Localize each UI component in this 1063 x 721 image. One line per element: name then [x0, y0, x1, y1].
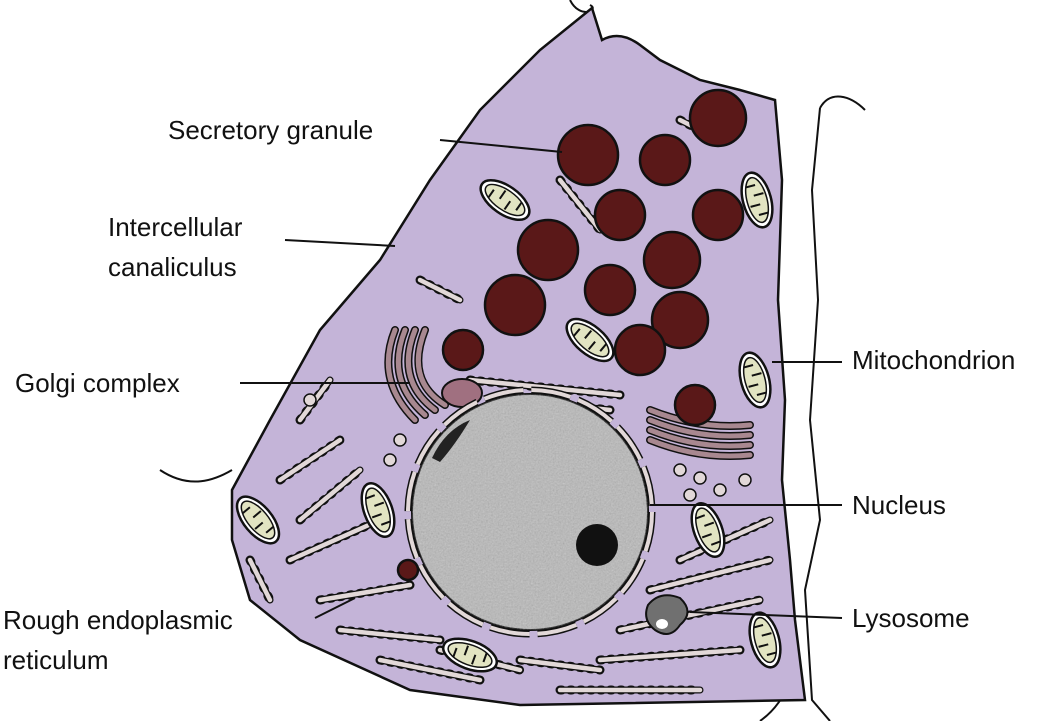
label-mitochondrion: Mitochondrion: [852, 345, 1016, 375]
cristae: [452, 645, 488, 665]
cristae: [572, 328, 608, 352]
secretory-granule: [396, 558, 420, 582]
er-cisterna: [417, 277, 463, 303]
vesicle: [393, 433, 407, 447]
golgi-cisterna: [647, 417, 753, 439]
cristae: [365, 494, 391, 526]
leader-lines: [240, 139, 843, 619]
golgi-cisterna: [647, 427, 753, 449]
cristae: [487, 189, 523, 211]
secretory-granule: [613, 323, 667, 377]
secretory-granule: [691, 188, 745, 242]
chromatin-texture: [412, 394, 648, 630]
vesicle: [383, 453, 397, 467]
label-intercellular: Intercellular: [108, 212, 243, 242]
nuclear-envelope: [406, 388, 654, 636]
secretory-granule: [516, 218, 580, 282]
er-cisterna: [247, 557, 273, 603]
cristae: [241, 506, 275, 534]
golgi-cisterna: [395, 327, 428, 418]
er-cisterna: [617, 597, 763, 633]
er-cisterna: [647, 557, 773, 593]
secretory-granule: [556, 123, 620, 187]
golgi-cisterna: [385, 327, 418, 423]
vesicle: [303, 393, 317, 407]
label-lysosome: Lysosome: [852, 603, 970, 633]
secretory-granules: [303, 88, 752, 582]
label-nucleus: Nucleus: [852, 490, 946, 520]
secretory-granule: [483, 273, 547, 337]
golgi-cisterna: [405, 327, 438, 413]
mitochondria: [235, 171, 782, 673]
lysosome: [645, 594, 689, 635]
mitochondrion-inner: [240, 500, 276, 540]
cristae: [695, 514, 721, 546]
mitochondrion-inner: [447, 641, 493, 669]
mitochondrion-inner: [484, 183, 526, 217]
label-rough-er: Rough endoplasmic: [3, 605, 233, 635]
cristae: [745, 184, 769, 216]
vesicle: [713, 483, 727, 497]
lysosome-vacuole: [656, 619, 668, 629]
golgi-cisterna: [647, 437, 753, 459]
mitochondrion-inner: [752, 616, 778, 664]
golgi-complex: [384, 326, 754, 460]
secretory-granule: [650, 290, 710, 350]
nucleus: [404, 386, 656, 638]
golgi-cisterna: [415, 327, 448, 408]
label-reticulum: reticulum: [3, 645, 109, 675]
vesicle: [683, 488, 697, 502]
cristae: [743, 364, 767, 396]
mitochondrion-inner: [694, 507, 722, 553]
vesicle: [693, 471, 707, 485]
secretory-granule: [593, 188, 647, 242]
mitochondrion-inner: [742, 356, 768, 404]
er-cisterna: [337, 627, 443, 643]
secretory-granule: [673, 383, 717, 427]
label-canaliculus: canaliculus: [108, 252, 237, 282]
er-cisterna: [297, 467, 363, 523]
heterochromatin: [432, 420, 470, 462]
er-cisterna: [317, 582, 413, 603]
secretory-granule: [583, 263, 637, 317]
er-cisterna: [287, 517, 383, 563]
label-golgi-complex: Golgi complex: [15, 368, 180, 398]
secretory-granule: [441, 328, 485, 372]
secretory-granule: [642, 230, 702, 290]
mitochondrion-inner: [570, 322, 610, 358]
er-cisterna: [597, 647, 743, 663]
cristae: [753, 624, 777, 656]
label-secretory-granule: Secretory granule: [168, 115, 374, 145]
er-cisterna: [277, 437, 343, 483]
mitochondrion-inner: [364, 487, 392, 533]
mitochondrion-inner: [744, 176, 770, 224]
secretory-granule: [688, 88, 748, 148]
vesicle: [673, 463, 687, 477]
nucleolus: [576, 524, 618, 566]
er-cisterna: [377, 657, 483, 683]
er-cisterna: [517, 657, 603, 673]
vesicle: [738, 473, 752, 487]
er-cisterna: [557, 177, 603, 233]
secretory-granule: [638, 133, 692, 187]
